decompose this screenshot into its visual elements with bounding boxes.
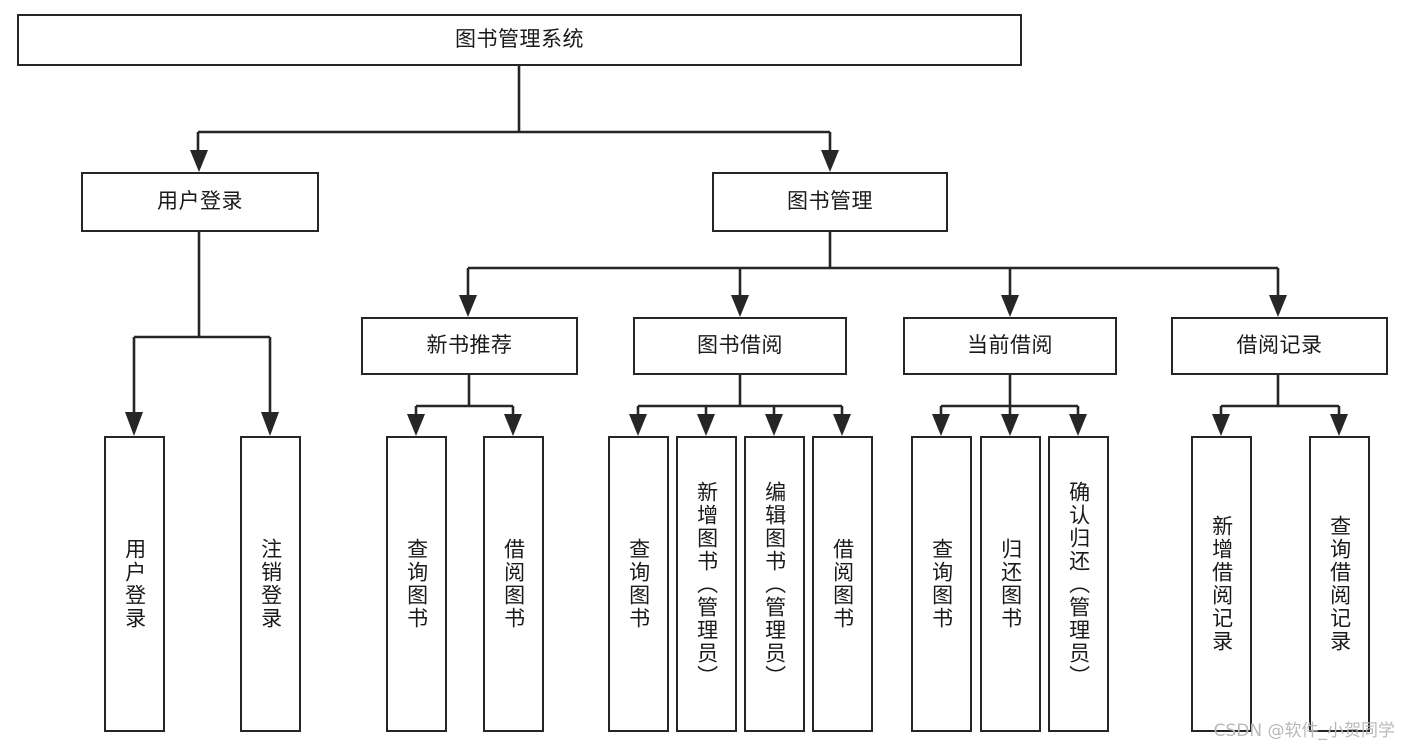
node-leaf-add-book-label: 新增图书（管理员） [694,480,719,688]
arrowhead-leaf-borrow-book-2 [833,414,851,436]
node-borrow-record[interactable]: 借阅记录 [1171,317,1388,375]
node-leaf-borrow-book-1-label: 借阅图书 [501,538,526,630]
arrowhead-currentborrow [1001,295,1019,317]
node-leaf-return-book-label: 归还图书 [998,538,1023,630]
node-leaf-borrow-book-2[interactable]: 借阅图书 [812,436,873,732]
node-leaf-query-book-2[interactable]: 查询图书 [608,436,669,732]
node-leaf-confirm-return-label: 确认归还（管理员） [1066,480,1091,688]
node-leaf-add-book[interactable]: 新增图书（管理员） [676,436,737,732]
node-borrow-record-label: 借阅记录 [1236,333,1323,358]
node-current-borrow[interactable]: 当前借阅 [903,317,1117,375]
arrowhead-leaf-edit-book [765,414,783,436]
node-leaf-edit-book[interactable]: 编辑图书（管理员） [744,436,805,732]
arrowhead-leaf-query-book-2 [629,414,647,436]
node-leaf-add-record[interactable]: 新增借阅记录 [1191,436,1252,732]
node-leaf-user-login-label: 用户登录 [122,538,147,630]
node-book-borrow[interactable]: 图书借阅 [633,317,847,375]
arrowhead-leaf-logout [261,412,279,436]
arrowhead-leaf-user-login [125,412,143,436]
arrowhead-leaf-confirm-return [1069,414,1087,436]
arrowheads [125,150,1348,436]
arrowhead-borrowrecord [1269,295,1287,317]
node-leaf-user-login[interactable]: 用户登录 [104,436,165,732]
arrowhead-leaf-add-record [1212,414,1230,436]
arrowhead-leaf-query-record [1330,414,1348,436]
node-root-label: 图书管理系统 [455,27,584,52]
node-book-manage-label: 图书管理 [787,189,873,214]
node-leaf-edit-book-label: 编辑图书（管理员） [762,480,787,688]
node-leaf-query-book-3[interactable]: 查询图书 [911,436,972,732]
node-root[interactable]: 图书管理系统 [17,14,1022,66]
node-leaf-confirm-return[interactable]: 确认归还（管理员） [1048,436,1109,732]
node-leaf-query-book-1[interactable]: 查询图书 [386,436,447,732]
node-book-manage[interactable]: 图书管理 [712,172,948,232]
node-user-login-label: 用户登录 [157,189,243,214]
arrowhead-newbook [459,295,477,317]
arrowhead-leaf-query-book-1 [407,414,425,436]
node-new-book-recommend[interactable]: 新书推荐 [361,317,578,375]
arrowhead-bookborrow [731,295,749,317]
arrowhead-leaf-borrow-book-1 [504,414,522,436]
node-new-book-recommend-label: 新书推荐 [426,333,513,358]
node-leaf-logout-label: 注销登录 [258,538,283,630]
node-book-borrow-label: 图书借阅 [697,333,783,358]
node-leaf-query-record[interactable]: 查询借阅记录 [1309,436,1370,732]
node-leaf-query-book-1-label: 查询图书 [404,538,429,630]
node-current-borrow-label: 当前借阅 [967,333,1053,358]
arrowhead-book-manage [821,150,839,172]
node-leaf-borrow-book-2-label: 借阅图书 [830,538,855,630]
arrowhead-leaf-query-book-3 [932,414,950,436]
node-leaf-return-book[interactable]: 归还图书 [980,436,1041,732]
node-leaf-query-book-3-label: 查询图书 [929,538,954,630]
arrowhead-leaf-return-book [1001,414,1019,436]
arrowhead-leaf-add-book [697,414,715,436]
node-leaf-query-record-label: 查询借阅记录 [1327,515,1352,653]
node-leaf-add-record-label: 新增借阅记录 [1209,515,1234,653]
arrowhead-user-login [190,150,208,172]
node-user-login[interactable]: 用户登录 [81,172,319,232]
node-leaf-logout[interactable]: 注销登录 [240,436,301,732]
node-leaf-query-book-2-label: 查询图书 [626,538,651,630]
node-leaf-borrow-book-1[interactable]: 借阅图书 [483,436,544,732]
